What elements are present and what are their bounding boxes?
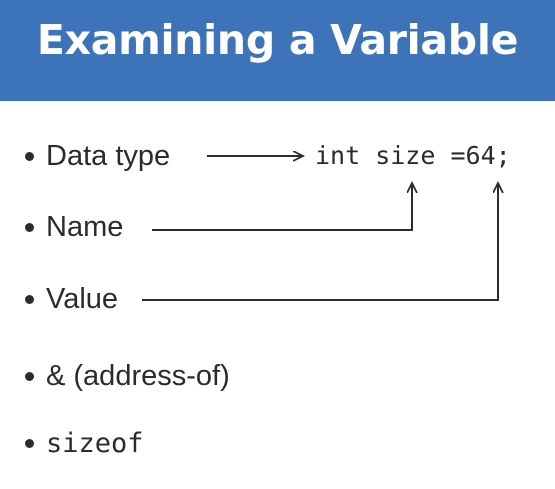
bullet-dot [25,222,34,232]
bullet-dot [25,151,34,161]
value-arrow [142,184,498,301]
bullet-name: Name [25,207,123,247]
bullet-data-type: Data type [25,136,170,176]
bullet-address-of: & (address-of) [25,356,230,396]
bullet-dot [25,371,34,381]
bullet-dot [25,294,34,304]
bullet-dot [25,438,34,448]
bullet-label: Data type [46,139,171,172]
bullet-label: sizeof [46,427,144,459]
bullet-sizeof: sizeof [25,423,144,463]
code-declaration: int size =64; [315,141,511,170]
bullet-label: Value [46,282,119,315]
bullet-value: Value [25,279,118,319]
slide-title: Examining a Variable [36,16,519,64]
bullet-label: & (address-of) [46,359,230,392]
title-banner: Examining a Variable [0,0,555,101]
name-arrow [152,184,412,231]
bullet-label: Name [46,210,124,243]
